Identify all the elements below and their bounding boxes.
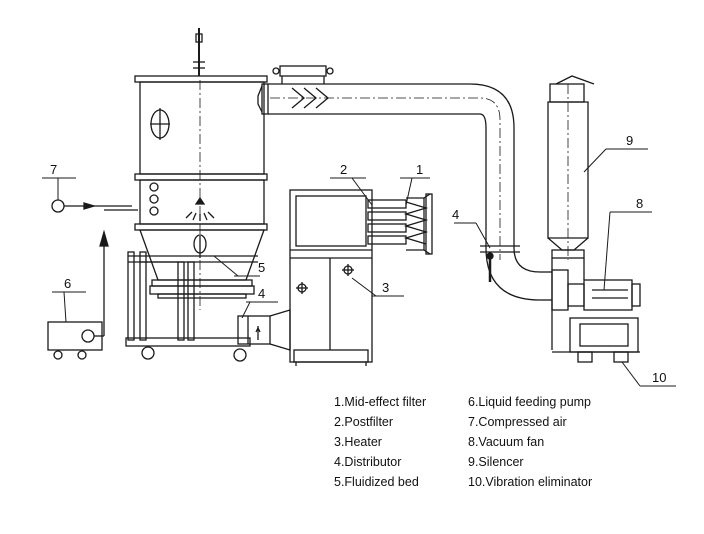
callout-5: 5 [258, 260, 265, 275]
callout-9: 9 [626, 133, 633, 148]
callout-4-distributor: 4 [258, 286, 265, 301]
silencer [547, 75, 595, 350]
callout-10: 10 [652, 370, 666, 385]
leader-lines [42, 148, 676, 387]
tower-frame [125, 251, 258, 362]
exhaust-duct [257, 65, 552, 301]
postfilter [367, 199, 407, 245]
vacuum-fan [551, 269, 641, 353]
legend-item-3: 3.Heater [334, 435, 382, 449]
vibration-eliminator [577, 351, 629, 363]
callout-1: 1 [416, 162, 423, 177]
legend-item-1: 1.Mid-effect filter [334, 395, 426, 409]
tower-cone-bed [139, 229, 265, 299]
damper-valve [480, 245, 520, 282]
callout-4-valve: 4 [452, 207, 459, 222]
tower-spray-chamber [134, 173, 268, 231]
spray-nozzle [185, 196, 215, 221]
legend-item-6: 6.Liquid feeding pump [468, 395, 591, 409]
callout-8: 8 [636, 196, 643, 211]
legend-item-8: 8.Vacuum fan [468, 435, 544, 449]
legend: 1.Mid-effect filter 2.Postfilter 3.Heate… [334, 395, 592, 489]
callout-6: 6 [64, 276, 71, 291]
mid-effect-filter [403, 193, 433, 255]
callout-7: 7 [50, 162, 57, 177]
callout-labels: 1 2 3 4 4 5 6 7 8 9 10 [50, 133, 666, 385]
liquid-feeding-pump [47, 209, 138, 360]
legend-item-7: 7.Compressed air [468, 415, 567, 429]
legend-item-9: 9.Silencer [468, 455, 524, 469]
heater-cabinet [289, 189, 373, 366]
callout-2: 2 [340, 162, 347, 177]
legend-item-10: 10.Vibration eliminator [468, 475, 592, 489]
tower-upper-chamber [134, 75, 268, 310]
bottom-inlet-duct [237, 309, 291, 351]
legend-item-4: 4.Distributor [334, 455, 401, 469]
compressed-air-line [51, 199, 132, 213]
callout-3: 3 [382, 280, 389, 295]
legend-item-5: 5.Fluidized bed [334, 475, 419, 489]
legend-item-2: 2.Postfilter [334, 415, 393, 429]
tower-top-rod [193, 28, 205, 76]
